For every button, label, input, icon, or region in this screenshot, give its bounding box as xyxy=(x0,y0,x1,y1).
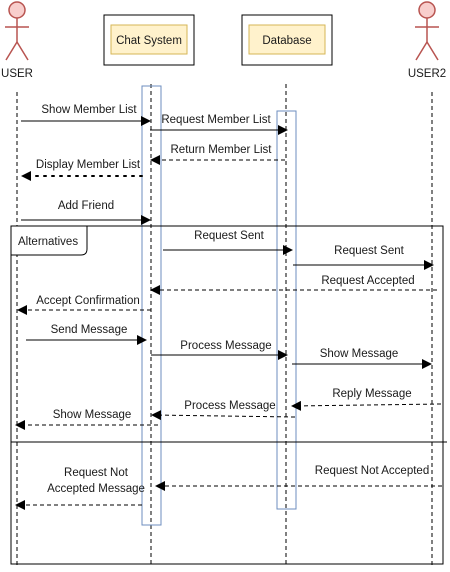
alternatives-label: Alternatives xyxy=(18,236,78,248)
user2-label: USER2 xyxy=(408,68,446,80)
message-show-member-list: Show Member List xyxy=(21,104,151,126)
user-stick-figure-icon xyxy=(5,1,29,61)
message-request-not-accepted: Request Not Accepted xyxy=(155,465,442,491)
user2-stick-figure-icon xyxy=(415,1,439,61)
svg-text:Request Accepted: Request Accepted xyxy=(321,275,414,287)
alternatives-fragment: Alternatives xyxy=(10,225,447,565)
message-request-accepted: Request Accepted xyxy=(150,275,437,295)
database-participant: Database xyxy=(241,14,333,66)
message-request-sent-2: Request Sent xyxy=(293,245,434,270)
message-request-member-list: Request Member List xyxy=(150,114,288,135)
svg-text:Request Not: Request Not xyxy=(64,467,129,479)
chat-system-activation xyxy=(141,85,162,526)
message-request-not-accepted-message: Request Not Accepted Message xyxy=(15,467,145,510)
user2-actor: USER2 xyxy=(408,1,446,80)
user-actor: USER xyxy=(1,1,33,80)
svg-text:Reply Message: Reply Message xyxy=(332,388,411,400)
svg-text:Send Message: Send Message xyxy=(51,324,128,336)
svg-text:Request Not Accepted: Request Not Accepted xyxy=(315,465,429,477)
svg-text:Request Sent: Request Sent xyxy=(334,245,404,257)
svg-text:Accept Confirmation: Accept Confirmation xyxy=(36,295,140,307)
chat-system-participant: Chat System xyxy=(103,14,195,66)
database-label: Database xyxy=(262,35,311,47)
svg-text:Show Message: Show Message xyxy=(53,409,132,421)
message-process-message-2: Process Message xyxy=(151,400,296,421)
message-show-message-1: Show Message xyxy=(292,348,432,369)
svg-text:Process Message: Process Message xyxy=(184,400,275,412)
chat-system-label: Chat System xyxy=(116,35,182,47)
svg-text:Show Message: Show Message xyxy=(320,348,399,360)
message-show-message-2: Show Message xyxy=(15,409,158,430)
svg-text:Process Message: Process Message xyxy=(180,340,271,352)
message-display-member-list: Display Member List xyxy=(21,159,143,181)
message-send-message: Send Message xyxy=(26,324,147,345)
svg-text:Request Member List: Request Member List xyxy=(161,114,271,126)
message-request-sent-1: Request Sent xyxy=(163,230,293,255)
message-accept-confirmation: Accept Confirmation xyxy=(17,295,151,315)
svg-text:Return Member List: Return Member List xyxy=(171,144,273,156)
svg-text:Show Member List: Show Member List xyxy=(41,104,137,116)
svg-text:Accepted Message: Accepted Message xyxy=(47,483,145,495)
message-return-member-list: Return Member List xyxy=(150,144,285,165)
database-activation xyxy=(276,110,297,510)
svg-text:Display Member List: Display Member List xyxy=(36,159,141,171)
user-label: USER xyxy=(1,68,33,80)
svg-text:Request Sent: Request Sent xyxy=(194,230,264,242)
message-reply-message: Reply Message xyxy=(291,388,442,411)
message-process-message-1: Process Message xyxy=(151,340,288,360)
message-add-friend: Add Friend xyxy=(21,200,151,225)
svg-text:Add Friend: Add Friend xyxy=(58,200,114,212)
